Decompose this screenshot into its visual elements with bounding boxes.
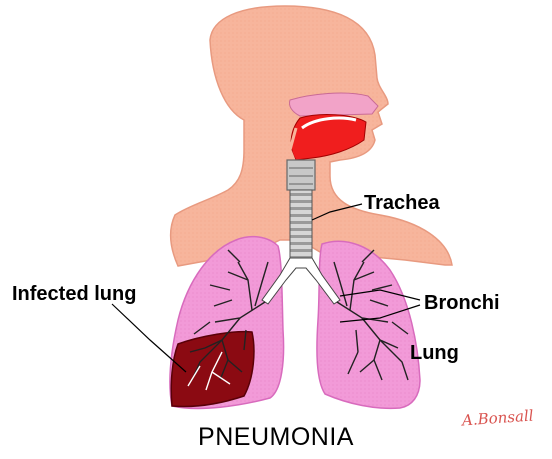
lung-label: Lung <box>410 343 459 363</box>
trachea <box>290 190 312 260</box>
larynx <box>287 160 315 190</box>
nasal-cavity <box>289 93 378 116</box>
trachea-label: Trachea <box>364 193 440 213</box>
diagram-title: PNEUMONIA <box>0 423 552 452</box>
bronchi-label: Bronchi <box>424 293 500 313</box>
infected-region <box>171 332 254 407</box>
infected-lung-label: Infected lung <box>12 284 136 304</box>
